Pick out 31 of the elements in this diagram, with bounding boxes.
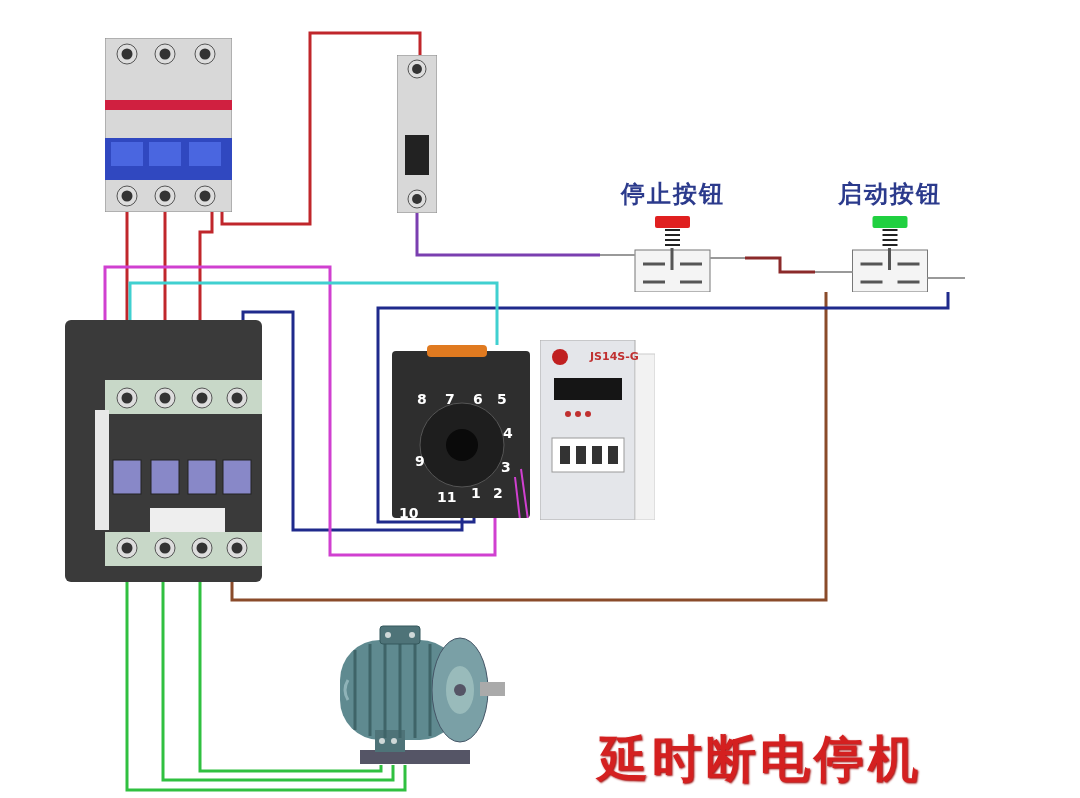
terminal-number: 2 <box>493 485 503 501</box>
model-label: JS14S-G <box>590 350 639 363</box>
button-label: 启动按钮 <box>837 179 943 210</box>
button-label: 停止按钮 <box>619 179 726 210</box>
wire <box>220 31 422 226</box>
wire <box>103 265 497 557</box>
terminal-number: 6 <box>473 391 483 407</box>
wire <box>198 212 214 320</box>
three-pole-breaker-drawing <box>105 38 232 212</box>
wire <box>376 292 950 524</box>
wire <box>415 213 600 257</box>
terminal-number: 8 <box>417 391 427 407</box>
terminal-number: 1 <box>471 485 481 501</box>
terminal-number: 9 <box>415 453 425 469</box>
terminal-number: 4 <box>503 425 513 441</box>
wire <box>745 256 815 274</box>
single-pole-breaker-drawing <box>397 55 437 213</box>
terminal-number: 7 <box>445 391 455 407</box>
wire <box>241 310 464 532</box>
wire <box>230 292 828 602</box>
wire <box>161 582 395 782</box>
terminal-number: 3 <box>501 459 511 475</box>
wire <box>198 582 383 773</box>
wire <box>125 582 407 792</box>
wire <box>163 212 167 322</box>
terminal-number: 11 <box>437 489 457 505</box>
contactor-drawing <box>65 320 262 582</box>
terminal-number: 5 <box>497 391 507 407</box>
wire <box>128 281 499 345</box>
wire <box>125 212 129 322</box>
terminal-number: 10 <box>399 505 419 521</box>
